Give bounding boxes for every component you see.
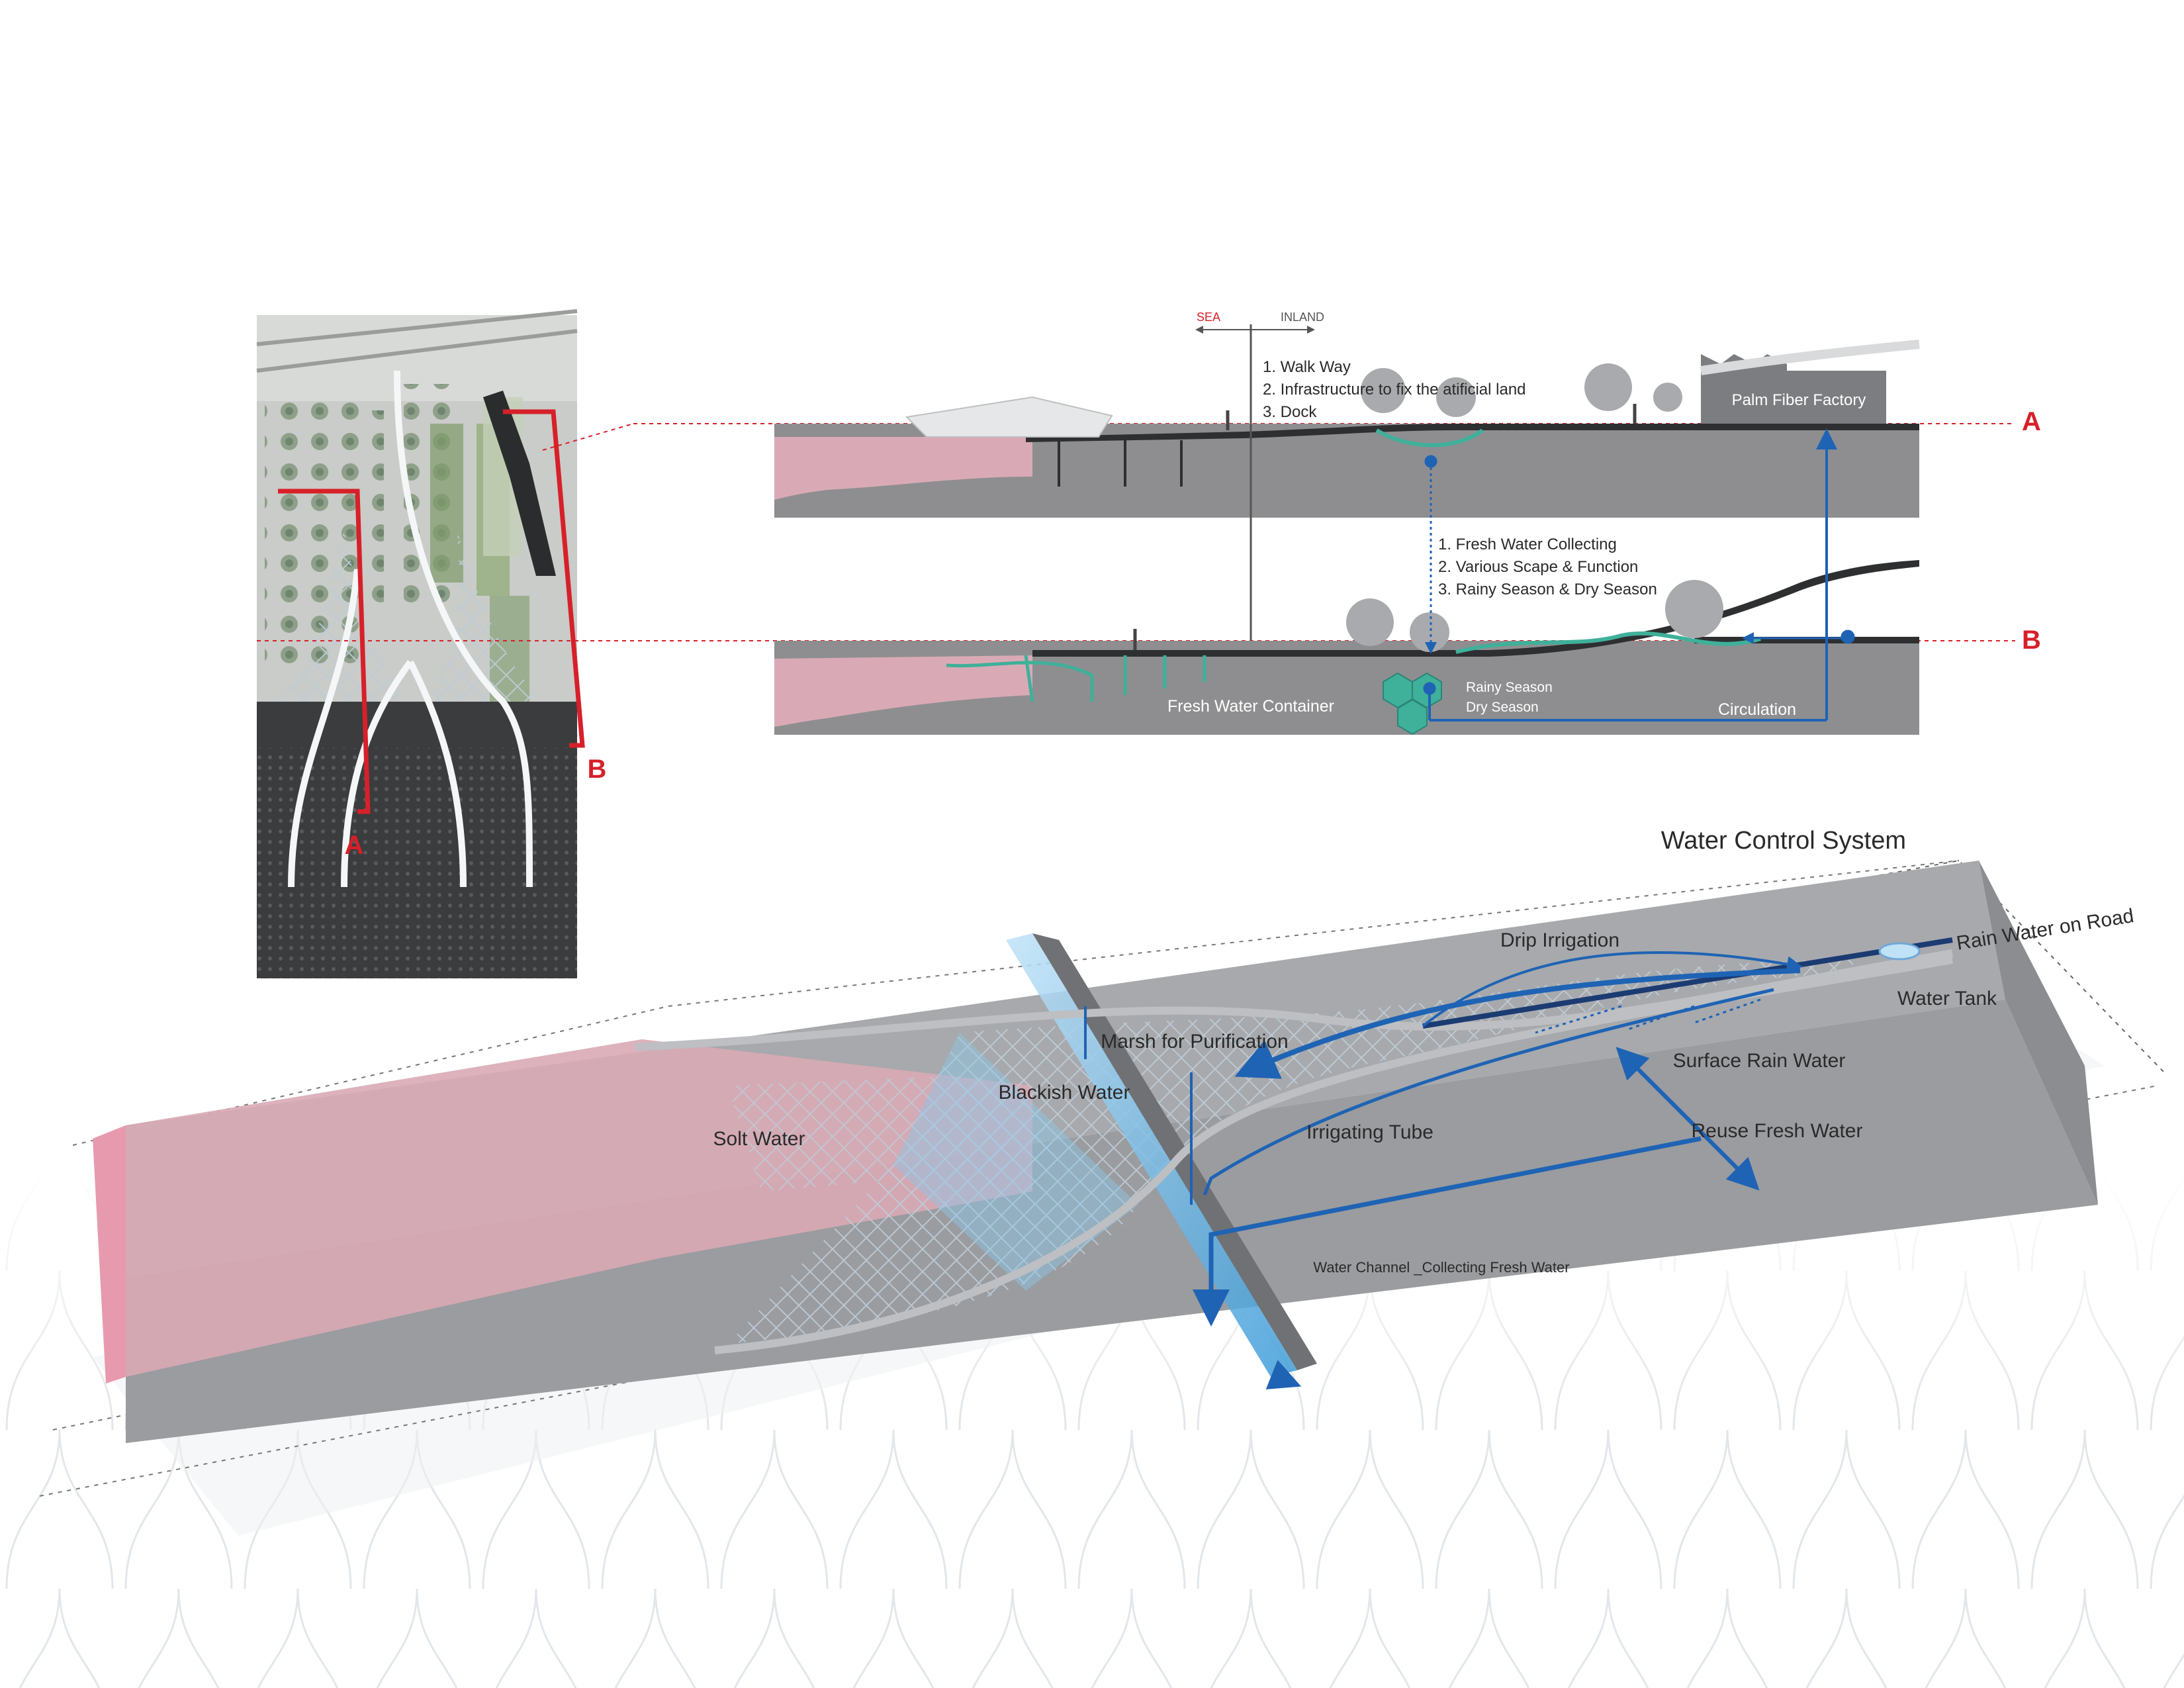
rail-bottom: [714, 956, 1954, 1354]
road: [1422, 937, 1953, 1029]
section-b-note: 1. Fresh Water Collecting: [1438, 536, 1617, 553]
factory-label: Palm Fiber Factory: [1732, 391, 1866, 409]
solt-water-label: Solt Water: [713, 1128, 805, 1150]
factory-building: [1701, 371, 1886, 424]
water-channel: [1006, 933, 1297, 1377]
tree: [1584, 363, 1632, 411]
section-marker-b: B: [2022, 626, 2041, 655]
section-a-note: 2. Infrastructure to fix the atificial l…: [1263, 381, 1526, 399]
section-b-sea: [774, 655, 1032, 727]
tree: [1436, 377, 1476, 417]
inland-label: INLAND: [1281, 310, 1324, 324]
drip-irrigation-label: Drip Irrigation: [1500, 929, 1619, 951]
water-tank: [1878, 942, 1921, 961]
axon-block: [39, 859, 2165, 1536]
dry-season-label: Dry Season: [1466, 700, 1539, 715]
sea-label: SEA: [1197, 310, 1220, 324]
section-a-sea: [774, 437, 1032, 500]
axon-flows: [1084, 951, 1803, 1389]
plan-section-a-bracket: [278, 489, 371, 814]
tree: [1665, 580, 1723, 638]
yacht: [905, 396, 1113, 438]
plan-section-b-bracket: [503, 409, 585, 748]
section-b-note: 3. Rainy Season & Dry Season: [1438, 581, 1657, 598]
irrigating-tube-label: Irrigating Tube: [1306, 1121, 1433, 1143]
tree: [1346, 598, 1394, 646]
section-flow-lines: [1423, 428, 1855, 722]
tree: [1653, 383, 1682, 412]
tree: [1361, 368, 1406, 413]
blackish-water-label: Blackish Water: [999, 1082, 1130, 1103]
section-b: Fresh Water Container Rainy Season Dry S…: [774, 560, 2041, 735]
plan-paths: [288, 370, 533, 888]
tree: [1410, 612, 1449, 652]
marsh-lattice: [728, 960, 1853, 1344]
section-a-note: 1. Walk Way: [1263, 358, 1351, 376]
section-b-notes: 1. Fresh Water Collecting 2. Various Sca…: [1438, 536, 1657, 598]
fresh-water-container-label: Fresh Water Container: [1167, 697, 1334, 716]
circulation-label: Circulation: [1718, 700, 1796, 719]
water-tank-label: Water Tank: [1897, 988, 1997, 1009]
plan-marker-a: A: [345, 831, 364, 860]
surface-rain-water-label: Surface Rain Water: [1673, 1050, 1846, 1072]
section-a: Palm Fiber Factory A: [774, 340, 2041, 518]
marsh-label: Marsh for Purification: [1101, 1031, 1288, 1053]
site-plan: A B: [256, 309, 607, 978]
axon-title: Water Control System: [1661, 827, 1906, 855]
reuse-fresh-water-label: Reuse Fresh Water: [1692, 1120, 1863, 1142]
water-channel-label: Water Channel _Collecting Fresh Water: [1313, 1259, 1569, 1276]
plan-dock: [483, 391, 556, 576]
section-b-roots: [946, 655, 1206, 702]
section-marker-a: A: [2022, 407, 2041, 436]
section-a-note: 3. Dock: [1263, 403, 1317, 421]
section-a-notes: 1. Walk Way 2. Infrastructure to fix the…: [1263, 358, 1526, 421]
rainy-season-label: Rainy Season: [1466, 680, 1553, 695]
section-b-note: 2. Various Scape & Function: [1438, 558, 1638, 576]
plan-marker-b: B: [588, 755, 607, 784]
